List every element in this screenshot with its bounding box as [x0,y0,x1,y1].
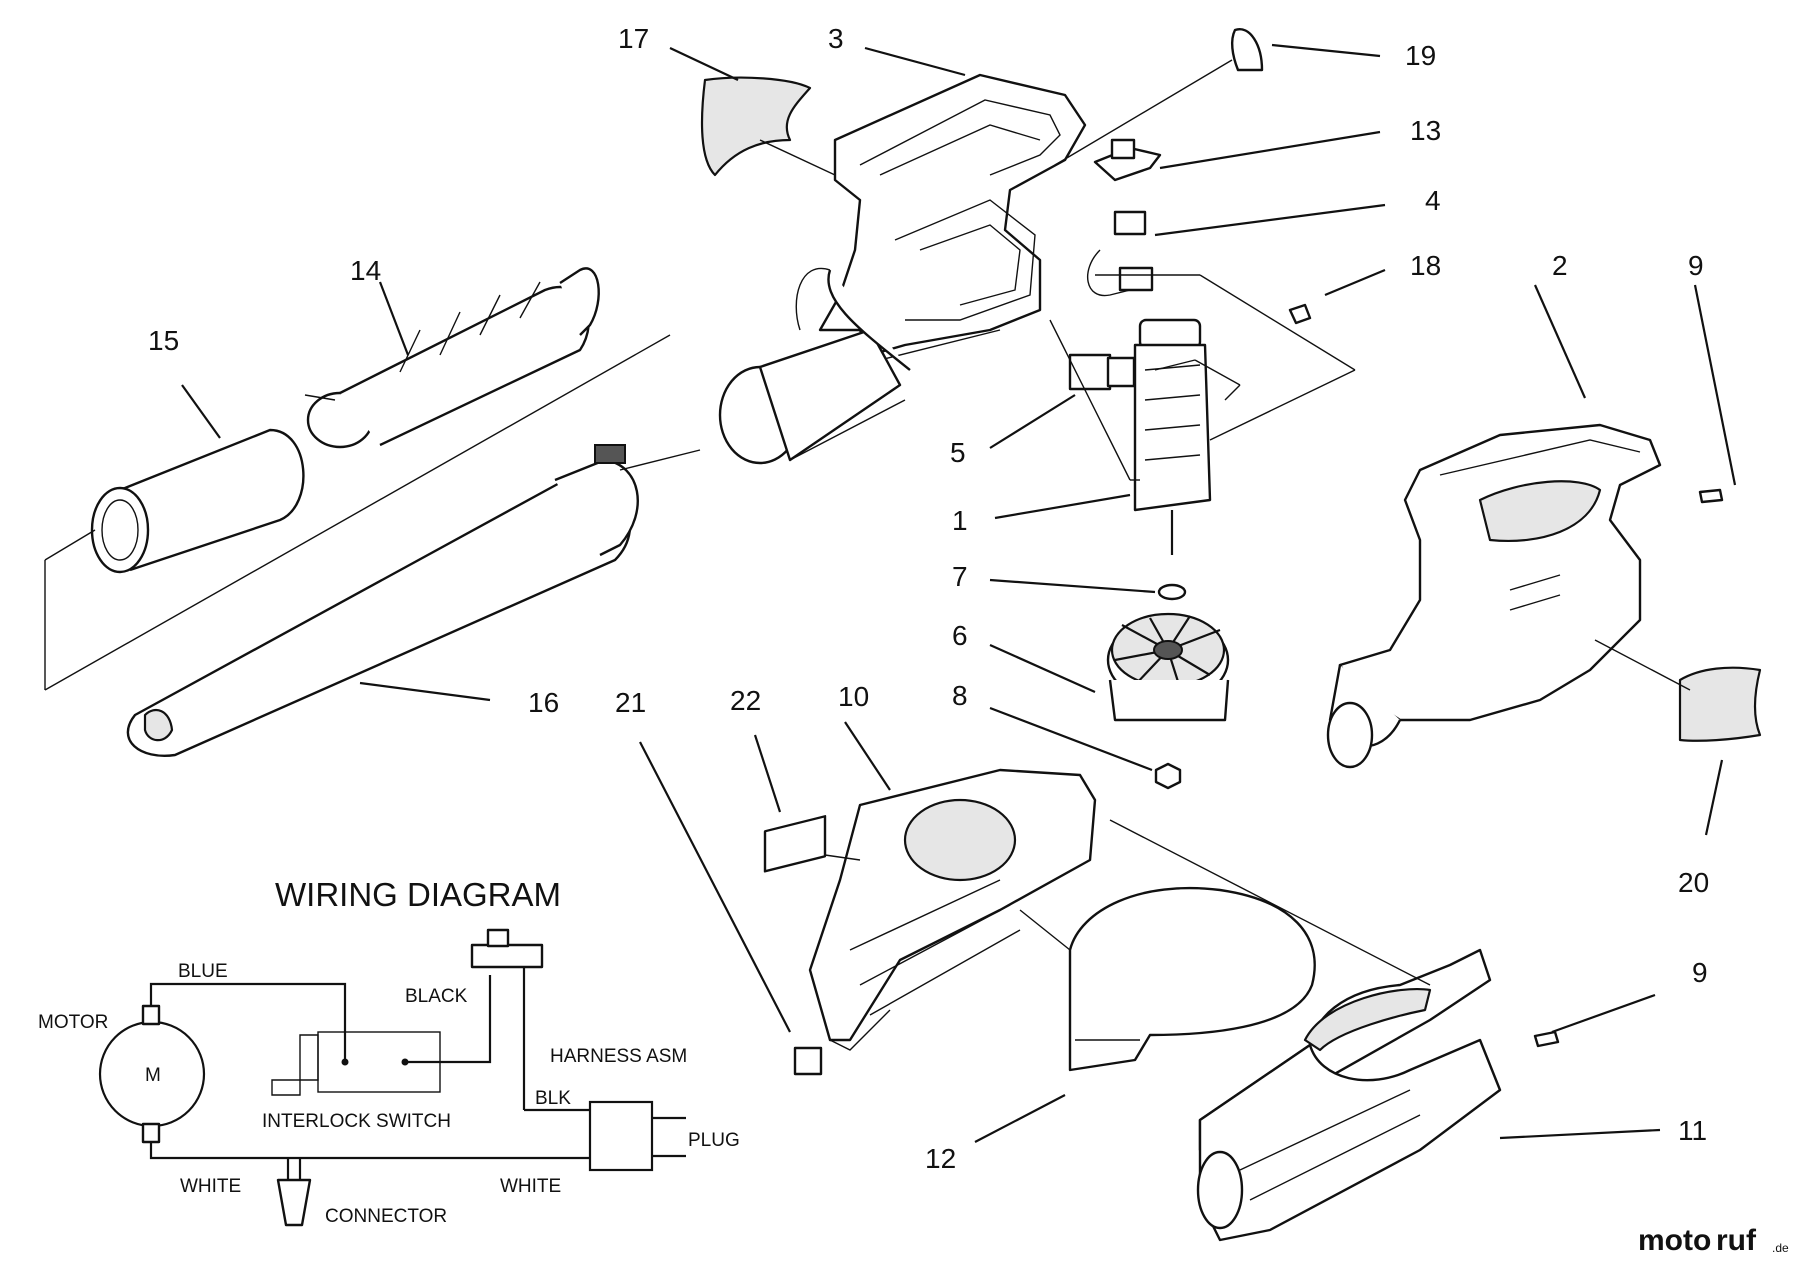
motor-label: MOTOR [38,1012,108,1033]
assembly-guide-lines [44,59,1691,986]
decal-19 [1230,28,1264,72]
callout-17: 17 [618,23,649,54]
label-plate-22 [763,815,827,873]
callout-16: 16 [528,687,559,718]
nozzle-tube-16 [126,444,639,757]
screw-9-top [1698,488,1724,504]
callout-22: 22 [730,685,761,716]
tube-screen-14 [306,267,600,449]
interlock-switch-4 [1086,210,1154,297]
impeller-cover-10 [808,768,1097,1051]
plug-symbol [588,1100,654,1172]
callout-14: 14 [350,255,381,286]
callout-19: 19 [1405,40,1436,71]
wiring-title: WIRING DIAGRAM [275,876,561,913]
blk-label: BLK [535,1088,571,1109]
callout-11: 11 [1678,1115,1707,1146]
blue-label: BLUE [178,961,228,982]
callout-5: 5 [950,437,966,468]
callout-8: 8 [952,680,968,711]
callout-15: 15 [148,325,179,356]
callout-21: 21 [615,687,646,718]
callout-1: 1 [952,505,968,536]
callout-9a: 9 [1688,250,1704,281]
black-label: BLACK [405,986,468,1007]
wiring-diagram: WIRING DIAGRAM M MOTOR BLUE INTERLOCK SW… [38,876,740,1227]
callout-2: 2 [1552,250,1568,281]
interlock-label: INTERLOCK SWITCH [262,1111,451,1132]
callout-10: 10 [838,681,869,712]
housing-right-half-2 [1326,423,1662,769]
housing-left-half [718,73,1087,465]
watermark-part2: ruf [1716,1224,1757,1257]
motor-m: M [145,1065,161,1086]
leader-lines [181,43,1737,1143]
callout-20: 20 [1678,867,1709,898]
wire-connector-symbol [276,1178,312,1227]
label-plate-21 [793,1046,823,1076]
screw-18 [1288,303,1312,325]
callout-3: 3 [828,23,844,54]
watermark-suffix: .de [1772,1241,1789,1255]
connector-label: CONNECTOR [325,1206,447,1227]
decal-20 [1678,666,1762,742]
screw-9-bottom [1533,1030,1560,1048]
callout-labels: 17 3 19 13 4 18 2 9 14 15 5 1 7 6 16 21 … [148,23,1709,1174]
callout-9b: 9 [1692,957,1708,988]
washer-7 [1157,583,1187,601]
callout-7: 7 [952,561,968,592]
watermark-logo: moto ruf .de [1638,1224,1789,1257]
motor-1 [1133,318,1212,555]
callout-12: 12 [925,1143,956,1174]
callout-4: 4 [1425,185,1441,216]
watermark-part1: moto [1638,1224,1711,1257]
white-left-label: WHITE [180,1176,241,1197]
lower-housing-11 [1196,948,1502,1242]
plug-label: PLUG [688,1130,740,1151]
harness-label: HARNESS ASM [550,1046,687,1067]
callout-6: 6 [952,620,968,651]
white-right-label: WHITE [500,1176,561,1197]
callout-13: 13 [1410,115,1441,146]
filter-bag-12 [1068,886,1316,1072]
nut-8 [1154,762,1182,790]
callout-18: 18 [1410,250,1441,281]
tube-15 [90,428,305,574]
impeller-fan-6 [1106,612,1230,722]
decal-17 [700,76,812,177]
